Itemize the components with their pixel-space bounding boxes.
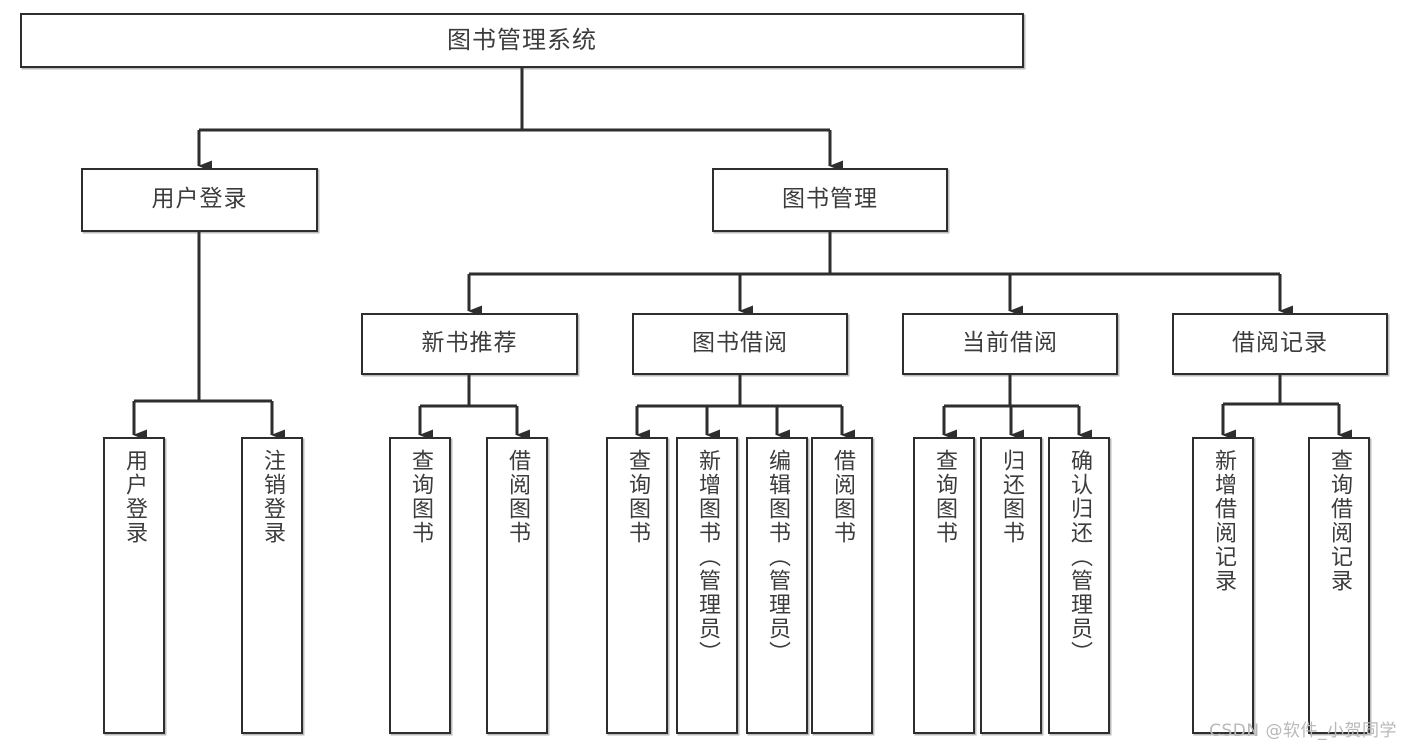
node-label: 查询图书: [931, 449, 957, 545]
node-label: 借阅记录: [1232, 330, 1328, 357]
node-label: 借阅图书: [829, 449, 855, 545]
node-label: 图书管理: [782, 186, 878, 213]
node-label: 归还图书: [998, 449, 1024, 545]
node-leaf-edit-book[interactable]: 编辑图书（管理员）: [746, 437, 808, 734]
node-label: 用户登录: [151, 186, 248, 213]
node-book-borrow[interactable]: 图书借阅: [632, 313, 848, 375]
node-new-book-recommend[interactable]: 新书推荐: [361, 313, 578, 375]
watermark-text: CSDN @软件_小贺同学: [1209, 721, 1397, 741]
node-leaf-query-book-2[interactable]: 查询图书: [606, 437, 668, 734]
node-leaf-confirm-return[interactable]: 确认归还（管理员）: [1048, 437, 1110, 734]
node-leaf-query-book-1[interactable]: 查询图书: [389, 437, 451, 734]
node-label: 新增图书（管理员）: [694, 449, 720, 665]
node-leaf-add-record[interactable]: 新增借阅记录: [1192, 437, 1254, 734]
node-root-system[interactable]: 图书管理系统: [20, 13, 1024, 68]
node-leaf-borrow-book-1[interactable]: 借阅图书: [486, 437, 548, 734]
node-user-login[interactable]: 用户登录: [81, 168, 318, 232]
node-label: 图书借阅: [692, 330, 788, 357]
node-label: 用户登录: [121, 449, 147, 545]
node-leaf-query-book-3[interactable]: 查询图书: [913, 437, 975, 734]
node-leaf-add-book[interactable]: 新增图书（管理员）: [676, 437, 738, 734]
node-label: 注销登录: [259, 449, 285, 545]
node-label: 借阅图书: [504, 449, 530, 545]
node-label: 新书推荐: [421, 330, 518, 357]
node-label: 图书管理系统: [447, 26, 597, 55]
node-leaf-return-book[interactable]: 归还图书: [980, 437, 1042, 734]
node-label: 查询借阅记录: [1326, 449, 1352, 593]
node-borrow-record[interactable]: 借阅记录: [1172, 313, 1388, 375]
node-leaf-logout-login[interactable]: 注销登录: [241, 437, 303, 734]
node-leaf-borrow-book-2[interactable]: 借阅图书: [811, 437, 873, 734]
node-leaf-query-record[interactable]: 查询借阅记录: [1308, 437, 1370, 734]
node-label: 当前借阅: [962, 330, 1058, 357]
node-label: 新增借阅记录: [1210, 449, 1236, 593]
node-book-management[interactable]: 图书管理: [712, 168, 948, 232]
node-current-borrow[interactable]: 当前借阅: [902, 313, 1118, 375]
node-label: 编辑图书（管理员）: [764, 449, 790, 665]
node-label: 查询图书: [407, 449, 433, 545]
node-label: 查询图书: [624, 449, 650, 545]
node-label: 确认归还（管理员）: [1066, 449, 1092, 665]
node-leaf-user-login[interactable]: 用户登录: [103, 437, 165, 734]
